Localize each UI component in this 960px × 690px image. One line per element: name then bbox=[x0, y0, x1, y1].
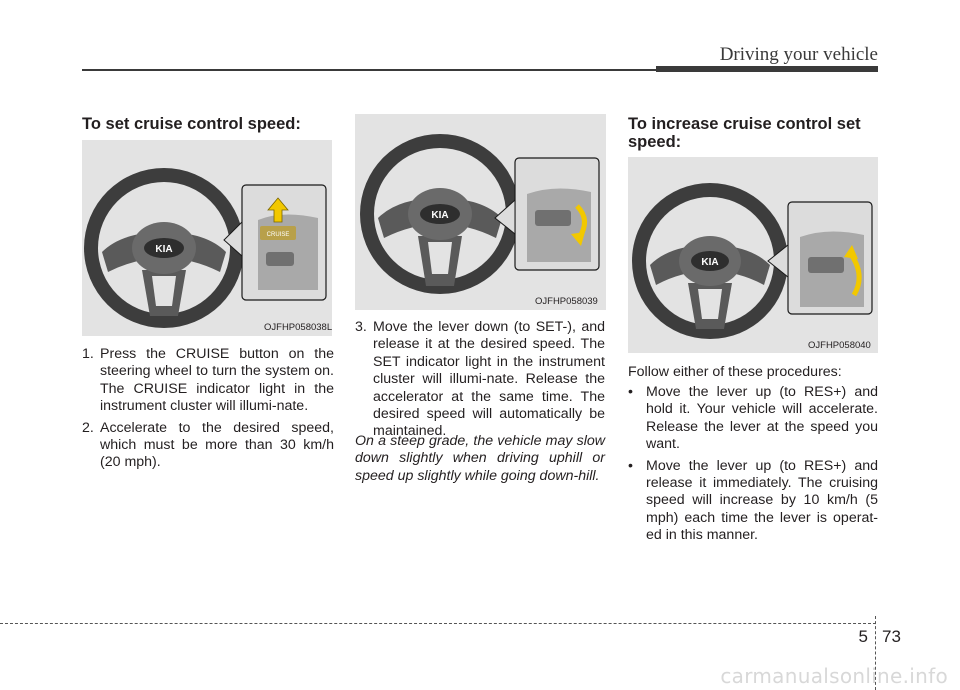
section-heading-increase-speed: To increase cruise control set speed: bbox=[628, 115, 861, 151]
steering-wheel-illustration: KIA bbox=[632, 183, 788, 339]
procedures-intro: Follow either of these procedures: bbox=[628, 364, 842, 380]
figure-code-2: OJFHP058039 bbox=[535, 296, 598, 307]
footer-page-divider bbox=[875, 616, 876, 690]
kia-logo-text: KIA bbox=[701, 257, 718, 268]
page-number: 73 bbox=[882, 627, 901, 646]
figure-code-3: OJFHP058040 bbox=[808, 340, 871, 351]
section-heading-set-speed: To set cruise control speed: bbox=[82, 115, 301, 133]
chapter-number: 5 bbox=[858, 627, 868, 646]
steering-wheel-illustration: KIA bbox=[84, 168, 244, 328]
steep-grade-note: On a steep grade, the vehicle may slow d… bbox=[355, 433, 605, 484]
cruise-button-label: CRUISE bbox=[267, 232, 290, 238]
arrow-up-icon bbox=[267, 197, 289, 223]
procedure-hold: •Move the lever up (to RES+) and hold it… bbox=[628, 384, 878, 453]
step-1: 1.Press the CRUISE button on the steerin… bbox=[82, 346, 334, 415]
figure-set-lever-down: KIA bbox=[355, 114, 606, 310]
header-rule bbox=[82, 69, 656, 71]
steps-list-1: 1.Press the CRUISE button on the steerin… bbox=[82, 346, 334, 476]
watermark: carmanualsonline.info bbox=[720, 664, 948, 688]
steps-list-2: 3.Move the lever down (to SET-), and rel… bbox=[355, 319, 605, 445]
header-accent-bar bbox=[656, 66, 878, 72]
step-2: 2.Accelerate to the desired speed, which… bbox=[82, 419, 334, 471]
footer-dashed-rule bbox=[0, 623, 876, 624]
figure-set-speed: KIA CRUISE bbox=[82, 140, 332, 336]
header-title: Driving your vehicle bbox=[719, 44, 878, 65]
step-3: 3.Move the lever down (to SET-), and rel… bbox=[355, 319, 605, 440]
procedures-list: •Move the lever up (to RES+) and hold it… bbox=[628, 384, 878, 549]
kia-logo-text: KIA bbox=[431, 210, 448, 221]
kia-logo-text: KIA bbox=[155, 244, 172, 255]
procedure-tap: •Move the lever up (to RES+) and release… bbox=[628, 457, 878, 544]
figure-code-1: OJFHP058038L bbox=[264, 322, 333, 333]
steering-wheel-illustration: KIA bbox=[360, 134, 520, 294]
figure-res-lever-up: KIA bbox=[628, 157, 878, 353]
